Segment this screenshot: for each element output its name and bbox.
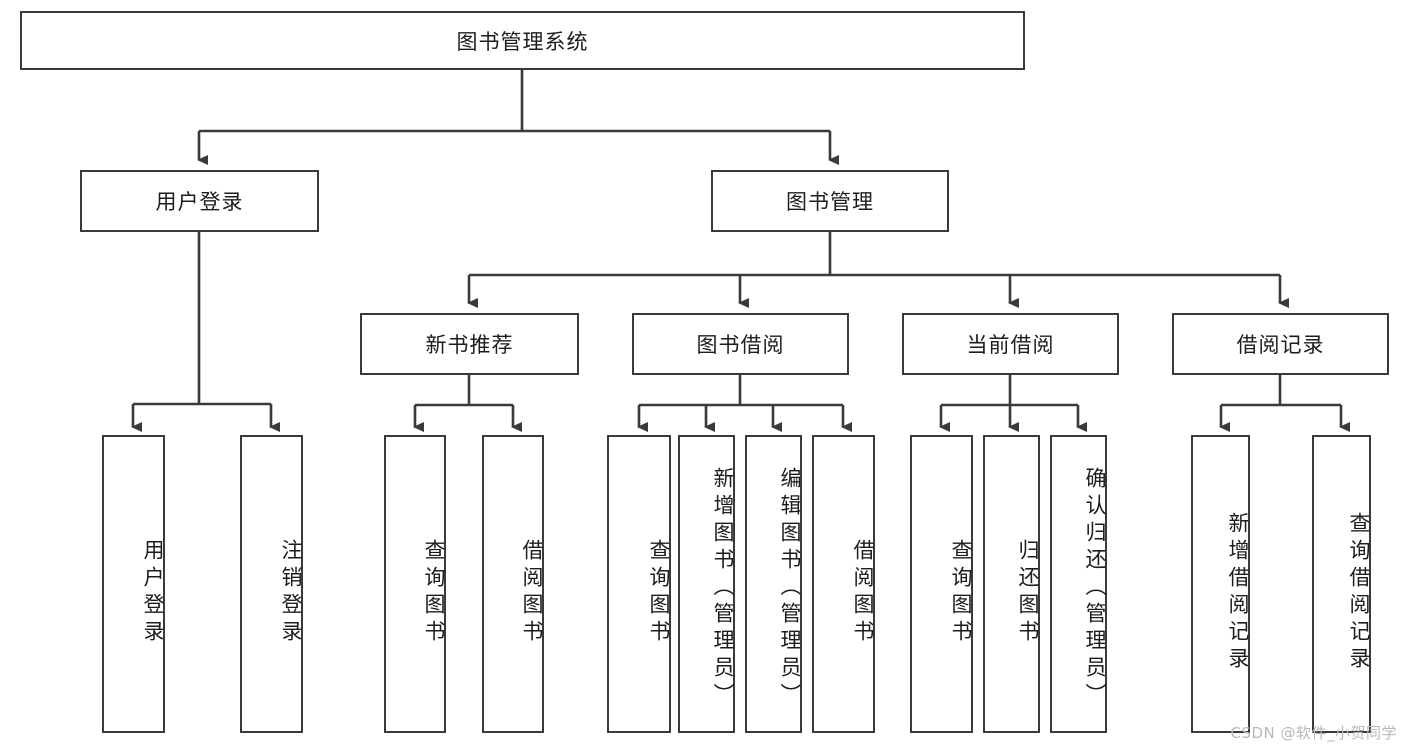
leaf-return-book[interactable]: 归还图书 [983, 435, 1040, 733]
node-current-borrow-label: 当前借阅 [966, 333, 1055, 357]
node-root[interactable]: 图书管理系统 [20, 11, 1025, 70]
node-book-manage-label: 图书管理 [786, 190, 874, 214]
node-book-manage[interactable]: 图书管理 [711, 170, 949, 232]
leaf-borrow-book-1[interactable]: 借阅图书 [482, 435, 544, 733]
leaf-edit-book-admin[interactable]: 编辑图书（管理员） [745, 435, 802, 733]
node-root-label: 图书管理系统 [456, 29, 589, 54]
node-new-book-recommend[interactable]: 新书推荐 [360, 313, 579, 375]
leaf-borrow-book-2-label: 借阅图书 [851, 539, 875, 647]
node-user-login[interactable]: 用户登录 [80, 170, 319, 232]
watermark: CSDN @软件_小贺同学 [1230, 724, 1397, 742]
node-borrow-record-label: 借阅记录 [1236, 333, 1325, 357]
leaf-query-book-3-label: 查询图书 [949, 539, 973, 647]
node-borrow-record[interactable]: 借阅记录 [1172, 313, 1389, 375]
leaf-logout-login[interactable]: 注销登录 [240, 435, 303, 733]
leaf-borrow-book-1-label: 借阅图书 [520, 539, 544, 647]
leaf-return-book-label: 归还图书 [1016, 539, 1040, 647]
node-current-borrow[interactable]: 当前借阅 [902, 313, 1119, 375]
leaf-confirm-return-admin[interactable]: 确认归还（管理员） [1050, 435, 1107, 733]
node-book-borrow-label: 图书借阅 [696, 333, 785, 357]
node-user-login-label: 用户登录 [155, 190, 244, 214]
leaf-query-book-2[interactable]: 查询图书 [607, 435, 671, 733]
leaf-query-book-2-label: 查询图书 [647, 539, 671, 647]
node-book-borrow[interactable]: 图书借阅 [632, 313, 849, 375]
leaf-query-book-3[interactable]: 查询图书 [910, 435, 973, 733]
leaf-logout-login-label: 注销登录 [279, 539, 303, 647]
leaf-add-borrow-record-label: 新增借阅记录 [1226, 512, 1250, 674]
leaf-add-borrow-record[interactable]: 新增借阅记录 [1191, 435, 1250, 733]
leaf-user-login[interactable]: 用户登录 [102, 435, 165, 733]
node-new-book-recommend-label: 新书推荐 [425, 333, 514, 357]
leaf-query-borrow-record-label: 查询借阅记录 [1347, 512, 1371, 674]
leaf-edit-book-admin-label: 编辑图书（管理员） [778, 466, 802, 710]
leaf-query-book-1-label: 查询图书 [422, 539, 446, 647]
leaf-query-borrow-record[interactable]: 查询借阅记录 [1312, 435, 1371, 733]
leaf-query-book-1[interactable]: 查询图书 [384, 435, 446, 733]
leaf-borrow-book-2[interactable]: 借阅图书 [812, 435, 875, 733]
leaf-confirm-return-admin-label: 确认归还（管理员） [1083, 466, 1107, 710]
leaf-add-book-admin[interactable]: 新增图书（管理员） [678, 435, 735, 733]
leaf-add-book-admin-label: 新增图书（管理员） [711, 466, 735, 710]
leaf-user-login-label: 用户登录 [141, 539, 165, 647]
